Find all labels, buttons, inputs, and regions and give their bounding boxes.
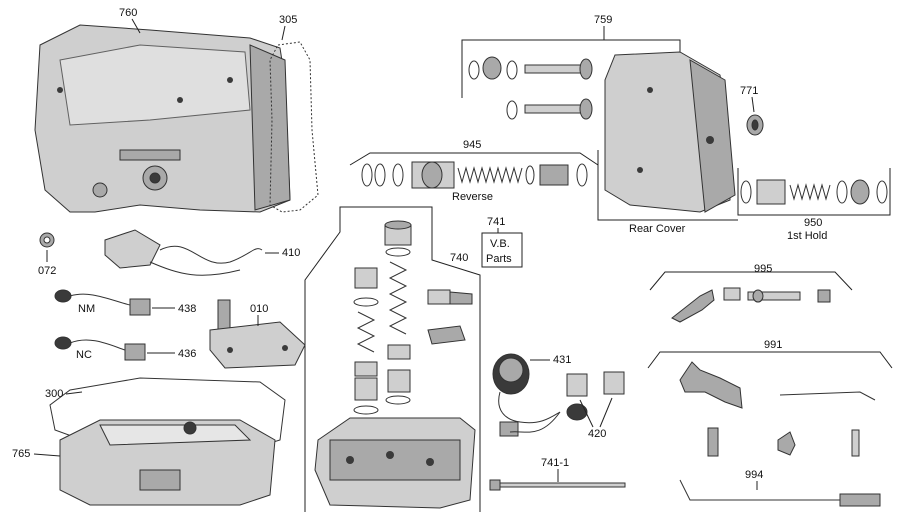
callout-945: 945	[463, 139, 481, 151]
callout-436: 436	[178, 348, 196, 360]
callout-741: 741	[487, 216, 505, 228]
valve-body-740	[314, 220, 476, 509]
callout-741-1: 741-1	[541, 457, 569, 469]
first-hold-servo-950	[740, 179, 888, 205]
callout-765: 765	[12, 448, 30, 460]
callout-760: 760	[119, 7, 137, 19]
callout-300: 300	[45, 388, 63, 400]
transmission-case-760	[34, 24, 291, 213]
gasket-305	[269, 41, 319, 213]
manual-shaft-994	[679, 479, 881, 507]
callout-759: 759	[594, 14, 612, 26]
sensor-nm-438	[54, 289, 151, 316]
label-nc: NC	[76, 349, 92, 361]
label-1st-hold: 1st Hold	[787, 230, 827, 242]
rod-741-1	[489, 479, 626, 491]
oil-pan-765	[59, 419, 276, 506]
callout-991: 991	[764, 339, 782, 351]
seal-771	[746, 114, 764, 136]
solenoids-420	[509, 371, 625, 433]
label-vb: V.B.	[490, 238, 510, 250]
callout-410: 410	[282, 247, 300, 259]
label-rear-cover: Rear Cover	[629, 223, 686, 235]
seal-072	[39, 232, 55, 248]
callout-010: 010	[250, 303, 268, 315]
callout-305: 305	[279, 14, 297, 26]
callout-420: 420	[588, 428, 606, 440]
callout-771: 771	[740, 85, 758, 97]
bracket-991	[647, 351, 893, 369]
label-nm: NM	[78, 303, 95, 315]
servo-piston-upper	[482, 56, 593, 120]
callout-950: 950	[804, 217, 822, 229]
label-parts: Parts	[486, 253, 512, 265]
solenoid-431	[492, 353, 561, 437]
bracket-950	[737, 168, 891, 216]
bracket-740	[304, 206, 481, 512]
callout-438: 438	[178, 303, 196, 315]
sensor-nc-436	[54, 336, 146, 361]
bracket-plate-010	[209, 299, 306, 369]
bracket-995	[649, 271, 853, 291]
label-reverse: Reverse	[452, 191, 493, 203]
sensor-harness-410	[104, 229, 263, 276]
rear-cover	[604, 51, 736, 213]
callout-072: 072	[38, 265, 56, 277]
parking-parts-995	[671, 287, 831, 323]
snap-ring-upper	[468, 60, 518, 120]
callout-994: 994	[745, 469, 763, 481]
detent-parts-991	[679, 361, 876, 457]
callout-431: 431	[553, 354, 571, 366]
callout-995: 995	[754, 263, 772, 275]
reverse-servo-945	[361, 161, 588, 189]
callout-740: 740	[450, 252, 468, 264]
vb-parts-box	[481, 232, 523, 268]
bracket-945	[349, 152, 599, 166]
